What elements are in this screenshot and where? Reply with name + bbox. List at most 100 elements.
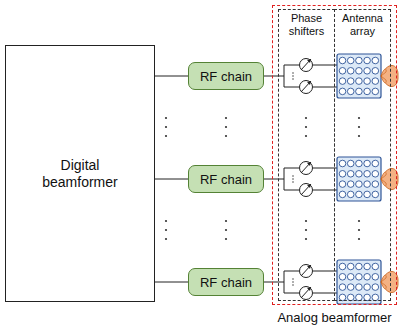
ellipsis-dot (165, 238, 167, 240)
ellipsis-dot (225, 126, 227, 128)
phase-shifter-arrowhead (307, 287, 311, 291)
antenna-element (364, 160, 371, 167)
phase-shifter-arrow (301, 265, 311, 276)
ellipsis-dot (358, 229, 360, 231)
side-lobe (381, 282, 386, 289)
antenna-element (356, 263, 363, 270)
ellipsis-dot (305, 126, 307, 128)
antenna-element (372, 68, 379, 75)
ellipsis-dot (305, 117, 307, 119)
antenna-element (339, 160, 346, 167)
antenna-element (372, 78, 379, 85)
antenna-element (356, 284, 363, 291)
ellipsis-dot (225, 117, 227, 119)
ellipsis-dot (292, 284, 293, 285)
ellipsis-dot (165, 229, 167, 231)
antenna-element (356, 78, 363, 85)
beam-lobe (381, 168, 398, 189)
antenna-element (356, 57, 363, 64)
antenna-element (372, 88, 379, 95)
antenna-element (339, 263, 346, 270)
phase-shifter-arrow (301, 81, 311, 92)
antenna-element (364, 191, 371, 198)
antenna-element (347, 160, 354, 167)
phase-shifter-arrow (301, 287, 311, 298)
antenna-element (339, 274, 346, 281)
antenna-element (339, 171, 346, 178)
side-lobe (381, 179, 386, 186)
analog-wiring (165, 54, 398, 304)
wire (284, 271, 285, 293)
antenna-element (347, 78, 354, 85)
antenna-element (356, 181, 363, 188)
connector (155, 282, 188, 283)
antenna-element (364, 181, 371, 188)
phase-shifter-arrow (301, 184, 311, 195)
wire (284, 271, 299, 272)
rf-chain-box: RF chain (188, 268, 264, 296)
ellipsis-dot (225, 135, 227, 137)
antenna-element (364, 171, 371, 178)
group-label: Antenna array (335, 10, 390, 38)
ellipsis-dot (165, 220, 167, 222)
digital-beamformer-box: Digital beamformer (5, 45, 155, 302)
box-label: Digital beamformer (35, 157, 125, 191)
phase-shifter-arrowhead (307, 162, 311, 166)
phase-shifter-arrow (301, 59, 311, 70)
antenna-element (347, 191, 354, 198)
box-label: RF chain (200, 275, 252, 290)
side-lobe (381, 275, 386, 282)
antenna-element (372, 284, 379, 291)
phase-shifter-symbol (300, 59, 313, 72)
antenna-element (364, 88, 371, 95)
antenna-element (372, 181, 379, 188)
side-lobe (381, 69, 386, 76)
ellipsis-dot (358, 126, 360, 128)
antenna-array-group: Antenna array (334, 9, 391, 301)
box-label: RF chain (200, 69, 252, 84)
ellipsis-dot (292, 281, 293, 282)
wire (284, 87, 299, 88)
ellipsis-dot (358, 135, 360, 137)
antenna-element (364, 68, 371, 75)
antenna-element (339, 68, 346, 75)
group-label: Phase shifters (279, 10, 334, 38)
antenna-element (364, 274, 371, 281)
wire (284, 168, 299, 169)
antenna-element (372, 160, 379, 167)
antenna-element (347, 263, 354, 270)
antenna-element (356, 171, 363, 178)
ellipsis-dot (292, 178, 293, 179)
antenna-element (356, 68, 363, 75)
ellipsis-dot (305, 238, 307, 240)
antenna-element (356, 88, 363, 95)
beam-lobe (381, 65, 398, 86)
ellipsis-dot (292, 181, 293, 182)
antenna-element (339, 284, 346, 291)
ellipsis-dot (292, 75, 293, 76)
wire (264, 282, 284, 283)
antenna-element (347, 294, 354, 301)
ellipsis-dot (225, 229, 227, 231)
antenna-element (356, 191, 363, 198)
ellipsis-dot (165, 117, 167, 119)
antenna-element (347, 284, 354, 291)
ellipsis-dot (292, 278, 293, 279)
connector (155, 179, 188, 180)
connector (155, 76, 188, 77)
ellipsis-dot (292, 175, 293, 176)
antenna-element (372, 57, 379, 64)
antenna-element (356, 274, 363, 281)
rf-chain-box: RF chain (188, 62, 264, 90)
phase-shifter-arrow (301, 162, 311, 173)
beam-lobe (381, 271, 398, 292)
side-lobe (381, 76, 386, 83)
region-label: Analog beamformer (253, 310, 401, 325)
ellipsis-dot (292, 78, 293, 79)
antenna-element (364, 57, 371, 64)
ellipsis-dot (358, 238, 360, 240)
antenna-panel (337, 260, 381, 304)
phase-shifter-group: Phase shifters (278, 9, 335, 301)
ellipsis-dot (165, 126, 167, 128)
wire (284, 65, 299, 66)
